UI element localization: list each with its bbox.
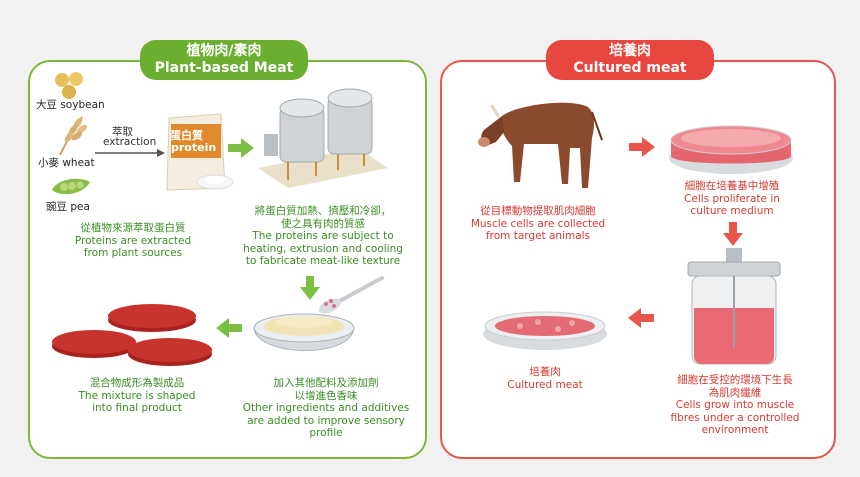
cultured-step3-en3: environment: [701, 424, 769, 436]
cultured-meat-title-zh: 培養肉: [609, 43, 651, 59]
cultured-step3-caption: 細胞在受控的環境下生長 為肌肉纖維 Cells grow into muscle…: [642, 374, 828, 437]
plant-step4-en2: into final product: [92, 402, 182, 414]
pea-label: 豌豆 pea: [46, 201, 90, 213]
cultured-step3-en2: fibres under a controlled: [670, 411, 800, 424]
cultured-step1-en2: from target animals: [485, 230, 591, 242]
cultured-step1-zh: 從目標動物提取肌肉細胞: [480, 205, 596, 217]
plant-step1-zh: 從植物來源萃取蛋白質: [80, 222, 186, 234]
cultured-step2-en1: Cells proliferate in: [684, 192, 780, 205]
cultured-step2-caption: 細胞在培養基中增殖 Cells proliferate in culture m…: [642, 180, 822, 218]
protein-bag-label-en: protein: [171, 141, 217, 154]
processing-tanks-icon: [258, 88, 388, 188]
plant-step3-en3: profile: [309, 427, 343, 439]
wheat-label: 小麥 wheat: [38, 157, 95, 169]
cultured-step4-en: Cultured meat: [507, 378, 583, 391]
plant-based-title-zh: 植物肉/素肉: [186, 43, 262, 59]
wheat-icon: [59, 116, 88, 156]
plant-based-title: 植物肉/素肉 Plant-based Meat: [140, 40, 308, 80]
protein-bag-icon: [166, 113, 234, 191]
extraction-label-en: extraction: [103, 136, 157, 148]
bioreactor-icon: [687, 248, 781, 365]
patties-icon: [52, 304, 212, 366]
plant-step2-en3: to fabricate meat-like texture: [245, 255, 401, 267]
plant-step4-en1: The mixture is shaped: [78, 389, 196, 402]
cultured-meat-dish-icon: [483, 311, 607, 350]
cultured-meat-title-en: Cultured meat: [573, 60, 687, 76]
plant-step1-en1: Proteins are extracted: [74, 234, 192, 247]
cow-icon: [478, 102, 603, 188]
soybean-icon: [55, 72, 83, 99]
plant-step2-zh1: 將蛋白質加熱、擠壓和冷卻，: [254, 205, 392, 217]
red-arrow-down-icon: [723, 222, 743, 246]
plant-step1-en2: from plant sources: [83, 247, 183, 259]
extraction-arrow-icon: [95, 149, 165, 157]
green-arrow-down-icon: [300, 276, 320, 300]
plant-step3-en2: are added to improve sensory: [247, 414, 405, 427]
plant-step3-zh2: 以增進色香味: [294, 389, 358, 402]
cultured-step3-en1: Cells grow into muscle: [675, 399, 795, 411]
cultured-step2-en2: culture medium: [690, 205, 774, 217]
plant-based-title-en: Plant-based Meat: [154, 60, 294, 76]
cultured-step1-caption: 從目標動物提取肌肉細胞 Muscle cells are collected f…: [448, 205, 628, 243]
cultured-step2-zh: 細胞在培養基中增殖: [684, 180, 780, 192]
plant-step1-caption: 從植物來源萃取蛋白質 Proteins are extracted from p…: [48, 222, 218, 260]
plant-step3-caption: 加入其他配料及添加劑 以增進色香味 Other ingredients and …: [230, 377, 422, 440]
cultured-step3-zh2: 為肌肉纖維: [708, 386, 762, 399]
green-arrow-right-icon: [228, 138, 254, 158]
red-arrow-right-icon: [629, 137, 655, 157]
plant-step2-caption: 將蛋白質加熱、擠壓和冷卻， 使之具有肉的質感 The proteins are …: [228, 205, 418, 268]
cultured-step4-caption: 培養肉 Cultured meat: [470, 366, 620, 391]
extraction-label-zh: 萃取: [112, 126, 133, 138]
cultured-step3-zh1: 細胞在受控的環境下生長: [677, 374, 793, 386]
plant-step3-zh1: 加入其他配料及添加劑: [273, 377, 379, 389]
pea-icon: [52, 178, 90, 195]
cultured-meat-title: 培養肉 Cultured meat: [546, 40, 714, 80]
green-arrow-left-icon: [216, 318, 242, 338]
cultured-step1-en1: Muscle cells are collected: [470, 217, 606, 230]
cultured-step4-zh: 培養肉: [529, 366, 561, 378]
soybean-label: 大豆 soybean: [36, 99, 105, 111]
plant-step2-en2: heating, extrusion and cooling: [243, 242, 403, 255]
plant-step2-zh2: 使之具有肉的質感: [281, 217, 365, 230]
plant-step4-zh: 混合物成形為製成品: [89, 377, 185, 389]
plant-step2-en1: The proteins are subject to: [252, 230, 394, 242]
red-arrow-left-icon: [628, 308, 654, 328]
protein-bag-label-zh: 蛋白質: [170, 129, 203, 142]
ingredient-bowl-icon: [253, 276, 384, 351]
plant-step3-en1: Other ingredients and additives: [242, 402, 410, 414]
petri-dish-icon: [669, 125, 793, 174]
plant-step4-caption: 混合物成形為製成品 The mixture is shaped into fin…: [52, 377, 222, 415]
